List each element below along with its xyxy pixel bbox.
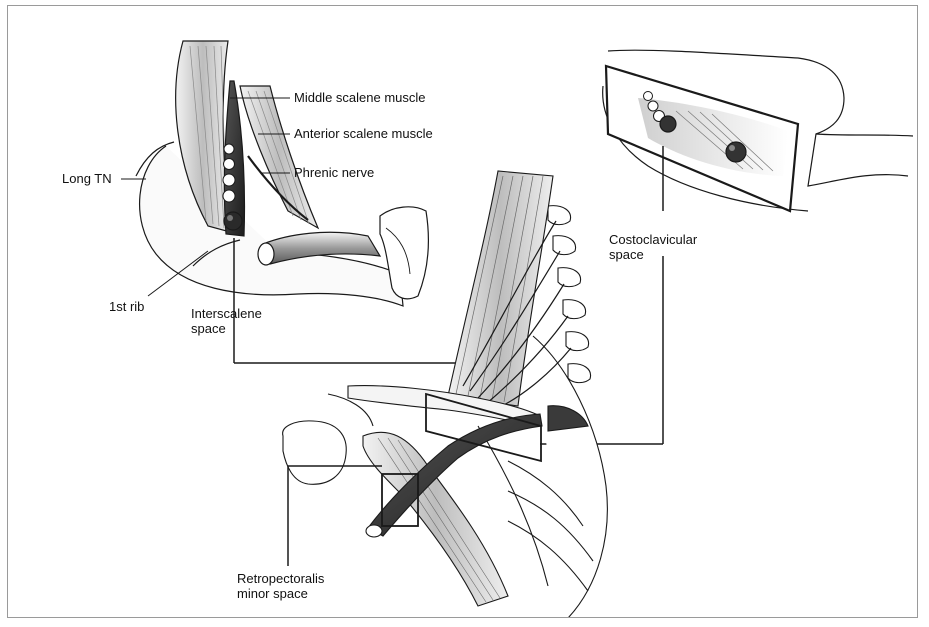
costoclavicular-space-label: Costoclavicular space: [609, 232, 697, 262]
figure-frame: Middle scalene muscle Anterior scalene m…: [7, 5, 918, 618]
interscalene-line1: Interscalene: [191, 306, 262, 321]
interscalene-line2: space: [191, 321, 262, 336]
middle-scalene-label: Middle scalene muscle: [294, 90, 426, 105]
long-tn-label: Long TN: [62, 171, 112, 186]
retropectoralis-line1: Retropectoralis: [237, 571, 324, 586]
costoclavicular-line2: space: [609, 247, 697, 262]
phrenic-nerve-label: Phrenic nerve: [294, 165, 374, 180]
interscalene-space-label: Interscalene space: [191, 306, 262, 336]
anatomy-illustration: [8, 6, 918, 618]
costoclavicular-line1: Costoclavicular: [609, 232, 697, 247]
first-rib-label: 1st rib: [109, 299, 144, 314]
retropectoralis-space-label: Retropectoralis minor space: [237, 571, 324, 601]
retropectoralis-line2: minor space: [237, 586, 324, 601]
costoclavicular-inset: [603, 50, 913, 211]
anterior-scalene-label: Anterior scalene muscle: [294, 126, 433, 141]
